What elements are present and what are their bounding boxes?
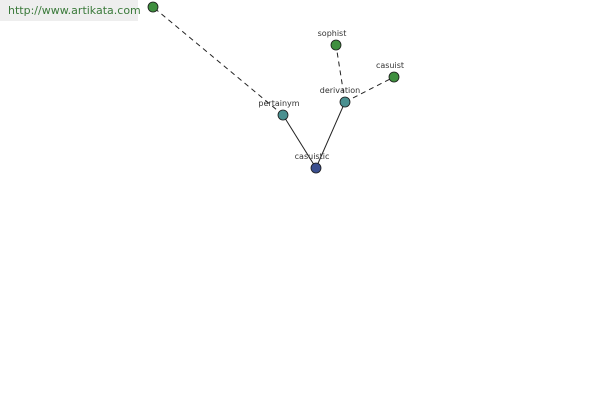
node-pertainym[interactable] [277,109,289,121]
node-casuistic[interactable] [310,162,322,174]
node-derivation[interactable] [339,96,351,108]
edges-layer [152,6,395,169]
node-offscreen[interactable] [147,1,159,13]
edge-derivation-casuist [344,76,395,103]
nodes-layer [147,1,400,174]
node-label-casuist[interactable]: casuist [376,61,404,70]
site-url-link[interactable]: http://www.artikata.com [8,4,141,17]
node-label-derivation[interactable]: derivation [320,86,360,95]
edge-casuistic-derivation [315,101,346,169]
node-sophist[interactable] [330,39,342,51]
edge-pertainym-offscreen [152,6,284,116]
node-label-casuistic[interactable]: casuistic [295,152,330,161]
edge-casuistic-pertainym [282,114,317,169]
node-casuist[interactable] [388,71,400,83]
url-banner[interactable]: http://www.artikata.com [0,0,141,21]
labels-layer: pertainym casuistic derivation sophist casui… [258,29,404,161]
node-label-sophist[interactable]: sophist [318,29,347,38]
edge-derivation-sophist [335,44,346,103]
node-label-pertainym[interactable]: pertainym [258,99,299,108]
